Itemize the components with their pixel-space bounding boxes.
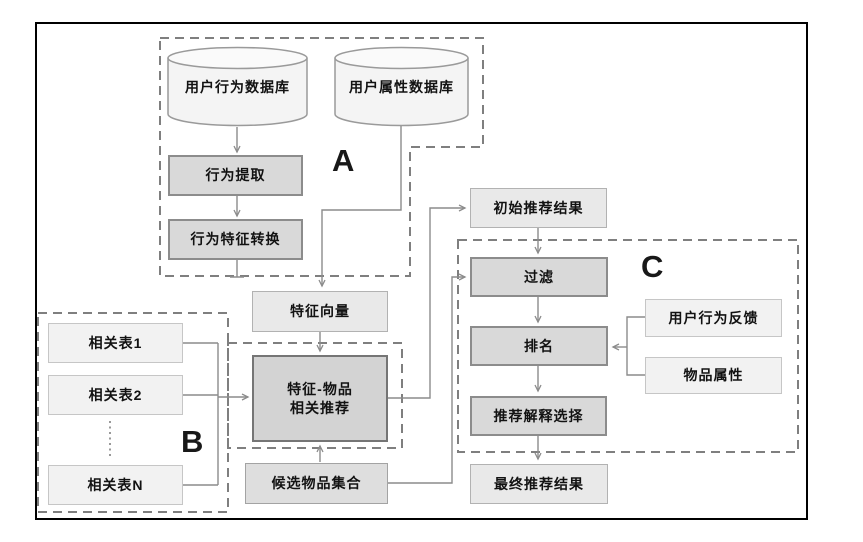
- module-b-label: B: [181, 424, 204, 459]
- node-attribute-db-label: 用户属性数据库: [349, 79, 454, 95]
- node-filter: 过滤: [470, 257, 608, 297]
- attribute-db-cylinder: [334, 58, 469, 127]
- node-feature-item-recommend-label-line1: 特征-物品: [287, 380, 353, 397]
- node-related-table-n: 相关表N: [48, 465, 183, 505]
- node-ranking: 排名: [470, 326, 608, 366]
- node-related-table-1: 相关表1: [48, 323, 183, 363]
- edge-core-to-initial: [388, 208, 465, 399]
- node-user-behavior-feedback-label: 用户行为反馈: [668, 309, 759, 326]
- node-behavior-extract-label: 行为提取: [205, 167, 266, 183]
- node-item-attributes: 物品属性: [645, 357, 782, 394]
- module-c-outline: [457, 239, 799, 453]
- node-user-behavior-feedback: 用户行为反馈: [645, 299, 782, 337]
- node-final-results-label: 最终推荐结果: [494, 475, 584, 492]
- node-initial-results: 初始推荐结果: [470, 188, 607, 228]
- behavior-db-cylinder-top: [167, 46, 308, 70]
- node-final-results: 最终推荐结果: [470, 464, 608, 504]
- node-candidate-item-set: 候选物品集合: [245, 463, 388, 504]
- node-ranking-label: 排名: [524, 337, 554, 354]
- node-feature-item-recommend: 特征-物品 相关推荐: [252, 355, 388, 442]
- behavior-db-cylinder: [167, 58, 308, 127]
- node-behavior-db: 用户行为数据库: [172, 58, 303, 116]
- edge-feedback-join: [626, 316, 645, 376]
- edge-candidate-to-filter: [388, 277, 465, 484]
- node-behavior-extract: 行为提取: [168, 155, 303, 196]
- node-feature-vector: 特征向量: [252, 291, 388, 332]
- node-filter-label: 过滤: [524, 268, 554, 285]
- feature-item-outline: [227, 342, 403, 449]
- node-item-attributes-label: 物品属性: [683, 367, 744, 383]
- node-initial-results-label: 初始推荐结果: [493, 199, 584, 216]
- node-feature-vector-label: 特征向量: [290, 303, 350, 319]
- node-behavior-feature-transform: 行为特征转换: [168, 219, 303, 260]
- edge-transform-stub: [230, 259, 244, 278]
- attribute-db-cylinder-top: [334, 46, 469, 70]
- node-attribute-db: 用户属性数据库: [338, 58, 465, 116]
- diagram-frame: [35, 22, 808, 520]
- module-c-label: C: [641, 249, 664, 284]
- node-explanation-selection: 推荐解释选择: [470, 396, 607, 436]
- node-candidate-item-set-label: 候选物品集合: [271, 475, 362, 491]
- node-related-table-2: 相关表2: [48, 375, 183, 415]
- database-cylinders: [167, 46, 469, 127]
- node-explanation-selection-label: 推荐解释选择: [493, 407, 584, 424]
- module-a-outline: [159, 37, 484, 277]
- node-related-table-2-label: 相关表2: [88, 386, 143, 403]
- node-behavior-feature-transform-label: 行为特征转换: [190, 231, 281, 247]
- module-a-label: A: [332, 143, 355, 178]
- node-feature-item-recommend-label-line2: 相关推荐: [290, 399, 350, 416]
- node-related-table-1-label: 相关表1: [88, 334, 143, 351]
- edge-db2-to-feature-vector: [322, 126, 402, 286]
- node-related-table-n-label: 相关表N: [87, 476, 144, 493]
- node-behavior-db-label: 用户行为数据库: [185, 79, 290, 95]
